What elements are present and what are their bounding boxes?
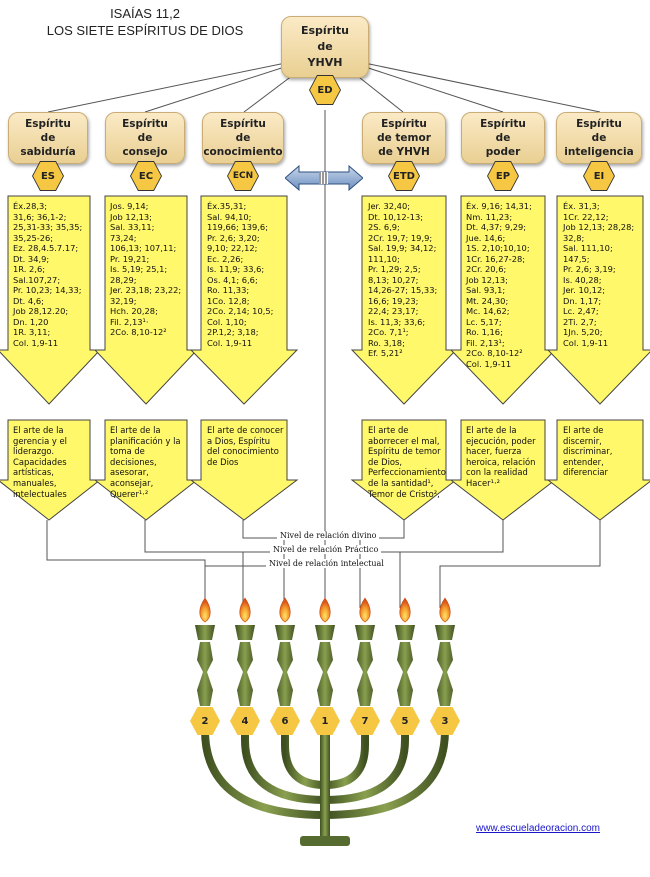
spirit-label-line2: de — [235, 132, 251, 144]
spirit-label-line2: de temor — [377, 132, 431, 144]
refs-ecn: Éx.35,31; Sal. 94,10; 119,66; 139,6; Pr.… — [207, 201, 274, 348]
code-ep: EP — [488, 162, 518, 190]
spirit-label-line1: Espíritu — [220, 118, 266, 130]
title-line-1: ISAÍAS 11,2 — [110, 6, 180, 21]
spirit-label-line3: poder — [485, 146, 521, 158]
level-divine: Nivel de relación divino — [277, 531, 380, 540]
website-link[interactable]: www.escueladeoracion.com — [476, 823, 600, 834]
level-intellectual: Nivel de relación intelectual — [266, 559, 387, 568]
refs-ec: Jos. 9,14; Job 12,13; Sal. 33,11; 73,24;… — [110, 201, 182, 337]
refs-ep: Éx. 9,16; 14,31; Nm. 11,23; Dt. 4,37; 9,… — [466, 201, 532, 369]
spirit-label-line1: Espíritu — [381, 118, 427, 130]
title-line-2: LOS SIETE ESPÍRITUS DE DIOS — [46, 23, 244, 38]
spirit-label-line1: Espíritu — [480, 118, 526, 130]
refs-es: Éx.28,3; 31,6; 36,1-2; 25,31-33; 35,35; … — [13, 201, 83, 348]
lamp-number: 6 — [270, 707, 300, 735]
code-ei: EI — [584, 162, 614, 190]
spirit-label-line3: inteligencia — [564, 146, 634, 158]
spirit-label-line3: consejo — [122, 146, 168, 158]
code-ec: EC — [131, 162, 161, 190]
spirit-label-line3: sabiduría — [20, 146, 76, 158]
spirit-label-line2: de — [495, 132, 511, 144]
lamp-number: 5 — [390, 707, 420, 735]
art-ep: El arte de la ejecución, poder hacer, fu… — [466, 425, 536, 488]
lamp-number: 2 — [190, 707, 220, 735]
level-practical: Nivel de relación Práctico — [270, 545, 382, 554]
art-es: El arte de la gerencia y el liderazgo. C… — [13, 425, 68, 499]
art-ei: El arte de discernir, discriminar, enten… — [563, 425, 613, 478]
spirit-label-line1: Espíritu — [122, 118, 168, 130]
spirit-label-line2: de — [137, 132, 153, 144]
lamp-number: 3 — [430, 707, 460, 735]
art-etd: El arte de aborrecer el mal, Espíritu de… — [368, 425, 446, 499]
spirit-label-line2: de — [591, 132, 607, 144]
refs-etd: Jer. 32,40; Dt. 10,12-13; 2S. 6,9; 2Cr. … — [368, 201, 438, 358]
spirit-label-line2: de — [40, 132, 56, 144]
art-ec: El arte de la planificación y la toma de… — [110, 425, 181, 499]
spirit-label-line1: Espíritu — [25, 118, 71, 130]
double-headed-arrow-icon — [285, 165, 363, 191]
refs-ei: Éx. 31,3; 1Cr. 22,12; Job 12,13; 28,28; … — [563, 201, 635, 348]
lamp-number: 7 — [350, 707, 380, 735]
code-ecn: ECN — [228, 162, 258, 190]
spirit-label-line3: de YHVH — [378, 146, 430, 158]
spirit-label-line1: Espíritu — [576, 118, 622, 130]
code-etd: ETD — [389, 162, 419, 190]
lamp-number: 4 — [230, 707, 260, 735]
art-ecn: El arte de conocer a Dios, Espíritu del … — [207, 425, 284, 467]
top-line-3: YHVH — [307, 56, 343, 69]
top-line-2: de — [317, 40, 333, 53]
code-es: ES — [33, 162, 63, 190]
top-line-1: Espíritu — [301, 24, 349, 37]
spirit-label-line3: conocimiento — [203, 146, 283, 158]
lamp-number: 1 — [310, 707, 340, 735]
